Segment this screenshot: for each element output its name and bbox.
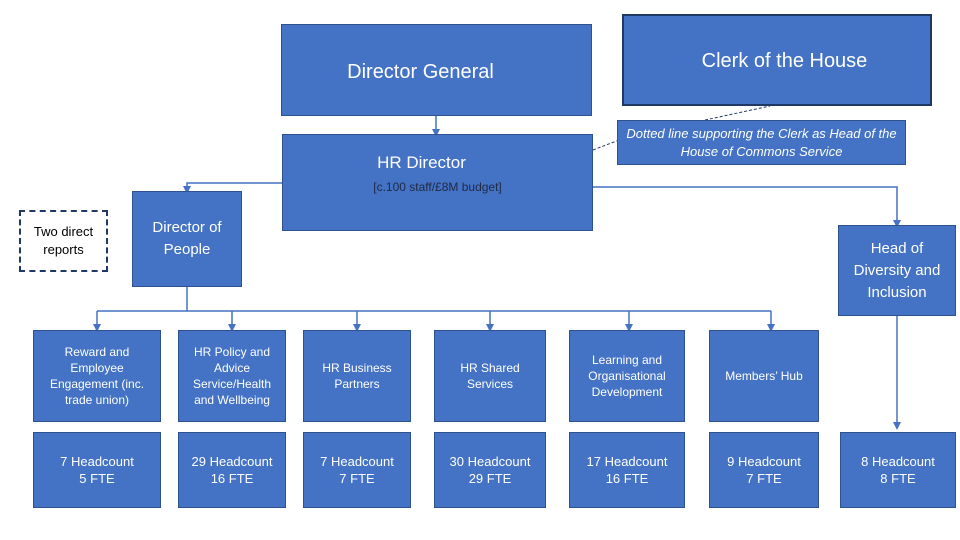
headcount-label: 7 Headcount [320,454,394,469]
head-of-diversity-label: Head of Diversity and Inclusion [853,239,941,301]
dotted-line-note-text: Dotted line supporting the Clerk as Head… [626,125,897,159]
fte-label: 7 FTE [746,471,782,486]
stats-box-hr-policy: 29 Headcount 16 FTE [178,432,286,508]
team-box-hr-policy: HR Policy and Advice Service/Health and … [178,330,286,422]
hr-director-title: HR Director [377,153,466,172]
team-name: HR Policy and Advice Service/Health and … [192,345,272,407]
connector-hr-people [183,182,282,194]
hr-director-subtitle: [c.100 staff/£8M budget] [373,180,502,194]
clerk-label: Clerk of the House [701,50,868,72]
director-of-people-box: Director of People [132,191,242,287]
connector-hr-diversity [593,186,901,228]
team-box-members-hub: Members’ Hub [709,330,819,422]
team-box-hr-shared-services: HR Shared Services [434,330,546,422]
stats-box-learning: 17 Headcount 16 FTE [569,432,685,508]
fte-label: 5 FTE [79,471,115,486]
director-of-people-label: Director of People [152,219,222,258]
headcount-label: 9 Headcount [727,454,801,469]
headcount-label: 29 Headcount [191,454,273,469]
stats-box-members-hub: 9 Headcount 7 FTE [709,432,819,508]
stats-box-diversity: 8 Headcount 8 FTE [840,432,956,508]
two-direct-reports-box: Two direct reports [19,210,108,272]
fte-label: 16 FTE [605,471,649,486]
two-direct-reports-label: Two direct reports [33,224,94,257]
stats-box-reward: 7 Headcount 5 FTE [33,432,161,508]
head-of-diversity-box: Head of Diversity and Inclusion [838,225,956,316]
team-name: Members’ Hub [725,369,803,383]
fte-label: 29 FTE [468,471,512,486]
team-name: Reward and Employee Engagement (inc. tra… [49,345,145,407]
team-box-reward: Reward and Employee Engagement (inc. tra… [33,330,161,422]
clerk-box: Clerk of the House [622,14,932,106]
team-box-learning: Learning and Organisational Development [569,330,685,422]
fte-label: 16 FTE [210,471,254,486]
team-box-hr-business-partners: HR Business Partners [303,330,411,422]
headcount-label: 7 Headcount [60,454,134,469]
hr-director-box: HR Director [c.100 staff/£8M budget] [282,134,593,231]
team-name: HR Shared Services [460,361,520,391]
dotted-connector-upper [704,105,771,121]
stats-box-hr-business-partners: 7 Headcount 7 FTE [303,432,411,508]
director-general-box: Director General [281,24,592,116]
fte-label: 7 FTE [339,471,375,486]
headcount-label: 8 Headcount [861,454,935,469]
headcount-label: 30 Headcount [449,454,531,469]
dotted-line-note: Dotted line supporting the Clerk as Head… [617,120,906,165]
team-name: Learning and Organisational Development [588,353,666,399]
director-general-label: Director General [347,60,494,83]
fte-label: 8 FTE [880,471,916,486]
team-name: HR Business Partners [322,361,392,391]
stats-box-hr-shared-services: 30 Headcount 29 FTE [434,432,546,508]
headcount-label: 17 Headcount [586,454,668,469]
